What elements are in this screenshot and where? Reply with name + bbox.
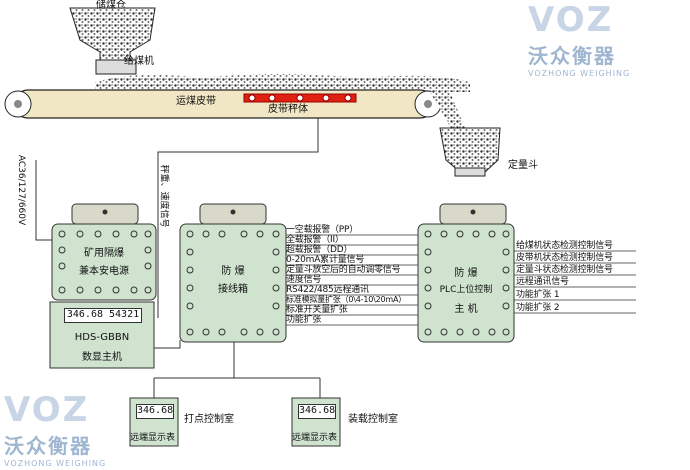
- plc-host-bolts: [424, 230, 510, 336]
- junction-box-cabinet: [179, 203, 287, 343]
- plc-host-line2: PLC上位控制: [439, 285, 493, 295]
- right-signal-lines: [514, 250, 636, 314]
- label-weigh-signal: 秤重、速度信号: [158, 164, 169, 228]
- plc-host-line3: 主 机: [454, 304, 478, 315]
- falling-coal: [430, 88, 466, 135]
- right-signal-3: 远程通讯信号: [516, 277, 569, 287]
- power-box-line2: 兼本安电源: [79, 266, 129, 277]
- belt-scale-body: [243, 93, 357, 103]
- junction-box-line1: 防 爆: [221, 266, 245, 277]
- middle-signal-3: 0-20mA累计量信号: [286, 255, 365, 265]
- right-signal-5: 功能扩张 2: [516, 303, 560, 313]
- display-host-name: 数显主机: [82, 352, 122, 363]
- middle-signal-8: 标准开关量扩张: [286, 305, 348, 315]
- middle-signal-9: 功能扩张: [286, 315, 322, 325]
- remote-display-2-room: 装载控制室: [348, 414, 398, 425]
- quantitative-hopper: [439, 127, 501, 177]
- display-host-reading: 346.68 54321: [64, 308, 142, 323]
- remote-display-2-label: 远端显示表: [292, 433, 338, 443]
- label-feeder: 给煤机: [124, 56, 154, 67]
- label-conveyor: 运煤皮带: [176, 96, 216, 107]
- power-cabinet-bolts: [58, 230, 152, 294]
- connection-lines: [153, 340, 321, 398]
- middle-signal-4: 定量斗放空后的自动调零信号: [286, 265, 401, 275]
- power-box-line1: 矿用隔爆: [84, 248, 124, 259]
- label-quantitative-hopper: 定量斗: [508, 160, 538, 171]
- middle-signal-lines: [286, 234, 418, 326]
- plc-host-cabinet: [417, 203, 515, 343]
- remote-display-1-room: 打点控制室: [184, 414, 234, 425]
- junction-box-line2: 接线箱: [218, 284, 248, 295]
- right-signal-2: 定量斗状态检测控制信号: [516, 265, 613, 275]
- plc-host-line1: 防 爆: [454, 268, 478, 279]
- right-signal-0: 给煤机状态检测控制信号: [516, 241, 613, 251]
- remote-display-1-label: 远端显示表: [130, 433, 176, 443]
- display-host-model: HDS-GBBN: [74, 332, 130, 343]
- right-signal-4: 功能扩张 1: [516, 290, 560, 300]
- right-signal-1: 皮带机状态检测控制信号: [516, 253, 613, 263]
- middle-signal-1: 全载报警（II）: [286, 235, 344, 245]
- power-supply-cabinet: [51, 203, 157, 301]
- middle-signal-0: 一空载报警（PP）: [286, 225, 359, 235]
- coal-bunker: [69, 7, 156, 75]
- middle-signal-2: 超载报警（DD）: [286, 245, 353, 255]
- label-ac-voltage: AC36/127/660V: [16, 154, 27, 226]
- coal-on-belt: [95, 74, 470, 92]
- remote-display-1-reading: 346.68: [136, 404, 174, 419]
- middle-signal-7: 标准模拟量扩张（0\4-10\20mA）: [286, 295, 407, 304]
- belt-conveyor: [4, 89, 442, 119]
- junction-box-bolts: [186, 230, 280, 336]
- middle-signal-5: 速度信号: [286, 275, 322, 285]
- remote-display-2-reading: 346.68: [298, 404, 336, 419]
- label-coal-bunker: 储煤仓: [96, 0, 126, 11]
- label-belt-scale: 皮带秤体: [268, 104, 308, 115]
- middle-signal-6: RS422/485远程通讯: [286, 285, 369, 295]
